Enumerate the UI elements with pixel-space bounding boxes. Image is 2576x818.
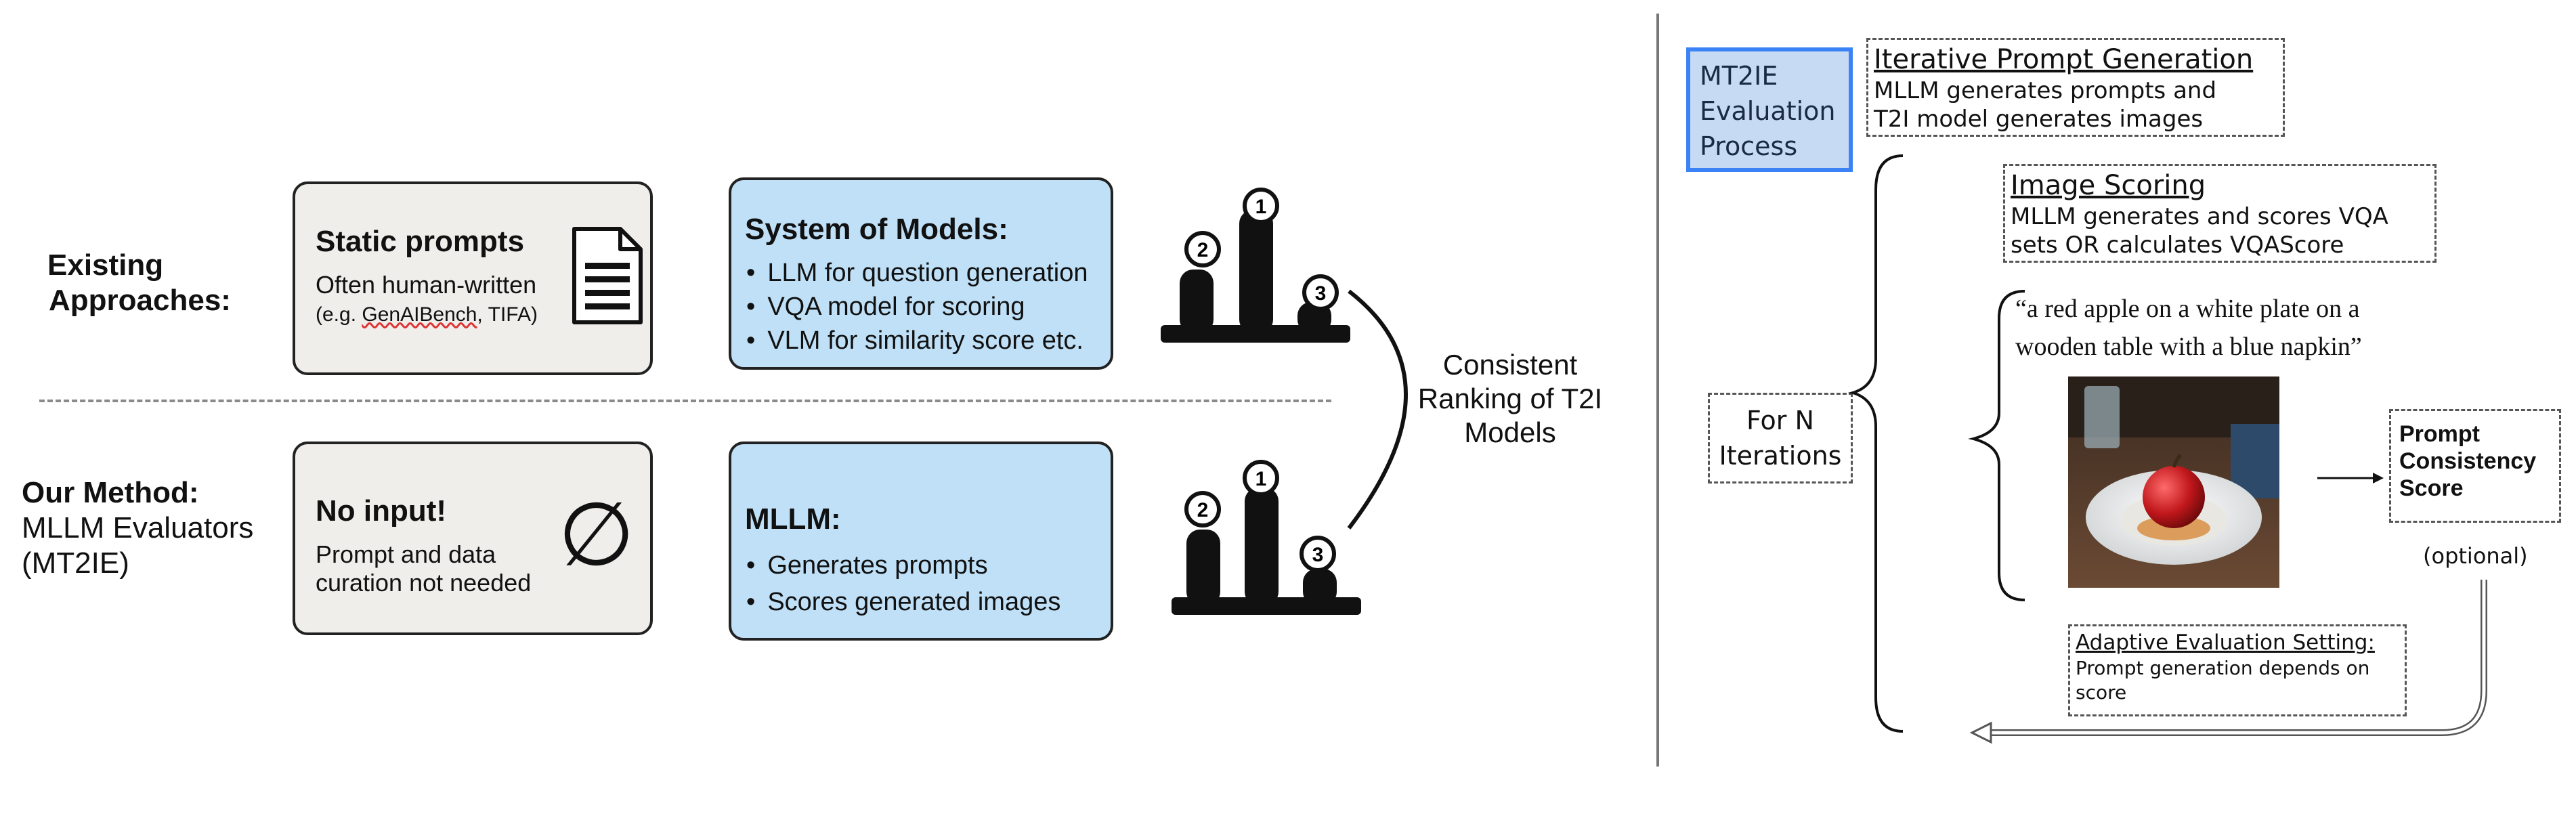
no-input-sub: Prompt and data curation not needed: [316, 540, 532, 597]
outer-brace: [1847, 154, 1904, 733]
static-prompts-sub: Often human-written: [316, 271, 537, 299]
rank-1-label: 1: [1255, 468, 1267, 490]
rank-2-label: 2: [1197, 239, 1209, 261]
image-scoring-box: Image Scoring MLLM generates and scores …: [2003, 164, 2437, 263]
list-item: LLM for question generation: [746, 256, 1088, 290]
iterative-prompt-box: Iterative Prompt Generation MLLM generat…: [1866, 38, 2285, 137]
iterations-box: For N Iterations: [1708, 393, 1853, 483]
list-item: Generates prompts: [746, 547, 1060, 584]
static-prompts-title: Static prompts: [316, 225, 525, 258]
process-label: MT2IE Evaluation Process: [1686, 47, 1853, 172]
consistent-ranking-text: Consistent Ranking of T2I Models: [1417, 349, 1603, 448]
panel-divider: [1656, 14, 1659, 767]
list-item: VLM for similarity score etc.: [746, 324, 1088, 358]
podium-graphics: 2 1 3 2 1 3: [1161, 188, 1408, 615]
feedback-arrowhead: [1969, 721, 1992, 744]
system-of-models-box: System of Models: LLM for question gener…: [729, 177, 1113, 370]
existing-approaches-label: Existing Approaches:: [47, 249, 231, 317]
prompt-consistency-score-box: Prompt Consistency Score: [2389, 409, 2561, 523]
adaptive-setting-box: Adaptive Evaluation Setting: Prompt gene…: [2068, 624, 2407, 716]
list-item: Scores generated images: [746, 584, 1060, 620]
no-input-box: No input! Prompt and data curation not n…: [293, 442, 653, 635]
system-of-models-list: LLM for question generation VQA model fo…: [746, 256, 1088, 358]
flow-graphics: [1847, 154, 2487, 744]
podium-top: 2 1 3: [1161, 188, 1350, 343]
rank-1-label: 1: [1255, 196, 1267, 218]
rank-3-label: 3: [1315, 282, 1327, 305]
mllm-title: MLLM:: [745, 502, 841, 536]
our-method-label: Our Method: MLLM Evaluators (MT2IE): [22, 476, 254, 580]
document-icon: [572, 227, 643, 324]
mllm-box: MLLM: Generates prompts Scores generated…: [729, 442, 1113, 641]
static-prompts-box: Static prompts Often human-written (e.g.…: [293, 181, 653, 375]
inner-brace: [1968, 290, 2025, 601]
generated-image: [2068, 376, 2279, 588]
empty-set-icon: ∅: [558, 483, 635, 586]
rank-2-label: 2: [1197, 499, 1209, 521]
static-prompts-example: (e.g. GenAIBench, TIFA): [316, 303, 538, 326]
feedback-arrow-inner: [1991, 580, 2486, 735]
mllm-list: Generates prompts Scores generated image…: [746, 547, 1060, 620]
arrowhead: [2373, 473, 2384, 483]
podium-bottom: 2 1 3: [1172, 460, 1361, 615]
system-of-models-title: System of Models:: [745, 213, 1008, 246]
list-item: VQA model for scoring: [746, 290, 1088, 324]
optional-label: (optional): [2423, 543, 2528, 569]
connector-curve: [1347, 289, 1408, 530]
no-input-title: No input!: [316, 494, 447, 528]
prompt-quote: “a red apple on a white plate on a woode…: [2015, 295, 2362, 361]
rank-3-label: 3: [1312, 544, 1324, 566]
row-divider: [39, 400, 1331, 402]
